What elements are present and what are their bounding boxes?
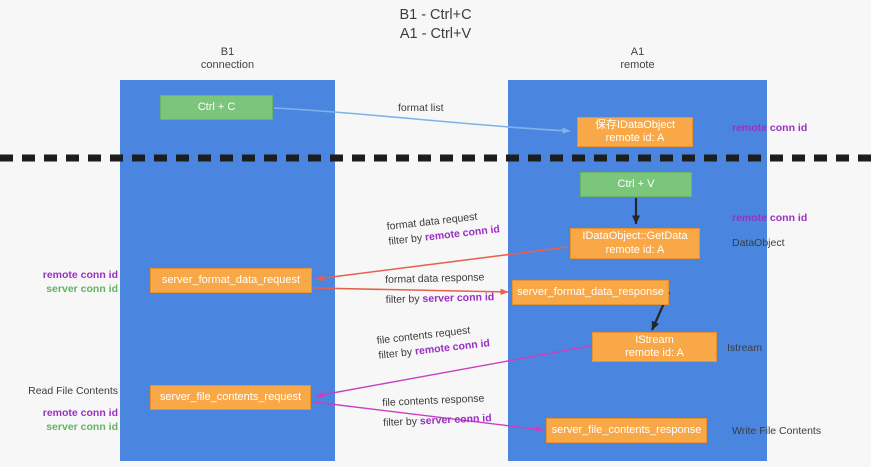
node-server-file-contents-response-label: server_file_contents_response bbox=[551, 423, 702, 436]
annotation-read-file-contents: Read File Contents bbox=[28, 385, 118, 397]
node-ctrl-v[interactable]: Ctrl + V bbox=[580, 172, 692, 197]
annotation-istream-text: Istream bbox=[727, 342, 763, 354]
lane-a1-subtitle: remote bbox=[620, 59, 655, 71]
page-title: B1 - Ctrl+C A1 - Ctrl+V bbox=[0, 6, 871, 44]
annotation-write-file-contents: Write File Contents bbox=[732, 424, 821, 438]
node-getdata-line1: IDataObject::GetData bbox=[582, 230, 688, 242]
node-idataobject-line2: remote id: A bbox=[605, 132, 665, 144]
annotation-remote-conn-id-top: remote conn id bbox=[732, 121, 807, 135]
annotation-write-file-contents-text: Write File Contents bbox=[732, 425, 822, 437]
annotation-dataobject: DataObject bbox=[732, 236, 785, 250]
annotation-left-remote-conn-id-1: remote conn id bbox=[42, 269, 118, 281]
annotation-remote-conn-id-mid-text: remote conn id bbox=[732, 212, 808, 224]
node-idataobject-line1: 保存IDataObject bbox=[594, 118, 676, 131]
node-server-file-contents-request[interactable]: server_file_contents_request bbox=[150, 385, 311, 410]
node-server-file-contents-request-label: server_file_contents_request bbox=[159, 390, 302, 403]
node-getdata-line2: remote id: A bbox=[605, 243, 665, 256]
node-server-format-data-request[interactable]: server_format_data_request bbox=[150, 268, 312, 293]
annotation-left-conn-ids-upper: remote conn id server conn id bbox=[8, 268, 118, 296]
edge-label-file-contents-response: file contents response filter by server … bbox=[382, 391, 492, 431]
lane-header-b1: B1 connection bbox=[150, 46, 305, 72]
edge-label-format-list: format list bbox=[398, 101, 444, 116]
node-ctrl-v-label: Ctrl + V bbox=[617, 177, 655, 190]
annotation-left-server-conn-id-1: server conn id bbox=[46, 283, 118, 295]
edge-label-format-list-text: format list bbox=[398, 102, 444, 114]
node-istream-line2: remote id: A bbox=[625, 347, 684, 359]
edge-label-format-data-request: format data request filter by remote con… bbox=[386, 207, 501, 249]
edge-label-file-contents-request: file contents request filter by remote c… bbox=[376, 321, 491, 363]
annotation-remote-conn-id-mid: remote conn id bbox=[732, 211, 807, 225]
lane-b1-subtitle: connection bbox=[200, 59, 255, 71]
title-line-2: A1 - Ctrl+V bbox=[399, 26, 472, 42]
lane-header-a1: A1 remote bbox=[555, 46, 720, 72]
annotation-left-conn-ids-lower: Read File Contents remote conn id server… bbox=[8, 384, 118, 434]
node-ctrl-c[interactable]: Ctrl + C bbox=[160, 95, 273, 120]
annotation-remote-conn-id-top-text: remote conn id bbox=[732, 122, 808, 134]
edge-label-file-contents-response-filter: filter by server conn id bbox=[383, 411, 492, 431]
node-server-format-data-response-label: server_format_data_response bbox=[517, 285, 664, 298]
node-server-format-data-request-label: server_format_data_request bbox=[161, 273, 301, 286]
node-ctrl-c-label: Ctrl + C bbox=[197, 100, 236, 113]
node-server-file-contents-response[interactable]: server_file_contents_response bbox=[546, 418, 707, 443]
lane-a1-name: A1 bbox=[630, 46, 645, 58]
filter-prefix: filter by bbox=[387, 231, 426, 248]
edge-label-format-data-response-text: format data response bbox=[385, 271, 485, 286]
node-server-format-data-response[interactable]: server_format_data_response bbox=[512, 280, 669, 305]
node-istream-line1: IStream bbox=[635, 333, 674, 346]
filter-prefix: filter by bbox=[385, 293, 423, 306]
annotation-left-remote-conn-id-2: remote conn id bbox=[42, 407, 118, 419]
filter-key-server-conn-id: server conn id bbox=[419, 412, 492, 428]
annotation-dataobject-text: DataObject bbox=[732, 237, 785, 249]
lane-b1-name: B1 bbox=[220, 46, 235, 58]
node-idataobject[interactable]: 保存IDataObject remote id: A bbox=[577, 117, 693, 147]
node-idataobject-getdata[interactable]: IDataObject::GetData remote id: A bbox=[570, 228, 700, 259]
annotation-left-server-conn-id-2: server conn id bbox=[46, 421, 118, 433]
edge-label-format-data-response: format data response filter by server co… bbox=[385, 270, 494, 308]
filter-key-server-conn-id: server conn id bbox=[422, 291, 495, 306]
filter-prefix: filter by bbox=[377, 345, 416, 362]
title-line-1: B1 - Ctrl+C bbox=[399, 7, 472, 23]
edge-label-format-data-response-filter: filter by server conn id bbox=[386, 290, 495, 308]
node-istream[interactable]: IStream remote id: A bbox=[592, 332, 717, 362]
filter-prefix: filter by bbox=[382, 415, 421, 429]
edge-label-file-contents-response-text: file contents response bbox=[382, 392, 485, 409]
annotation-istream: Istream bbox=[727, 341, 762, 355]
